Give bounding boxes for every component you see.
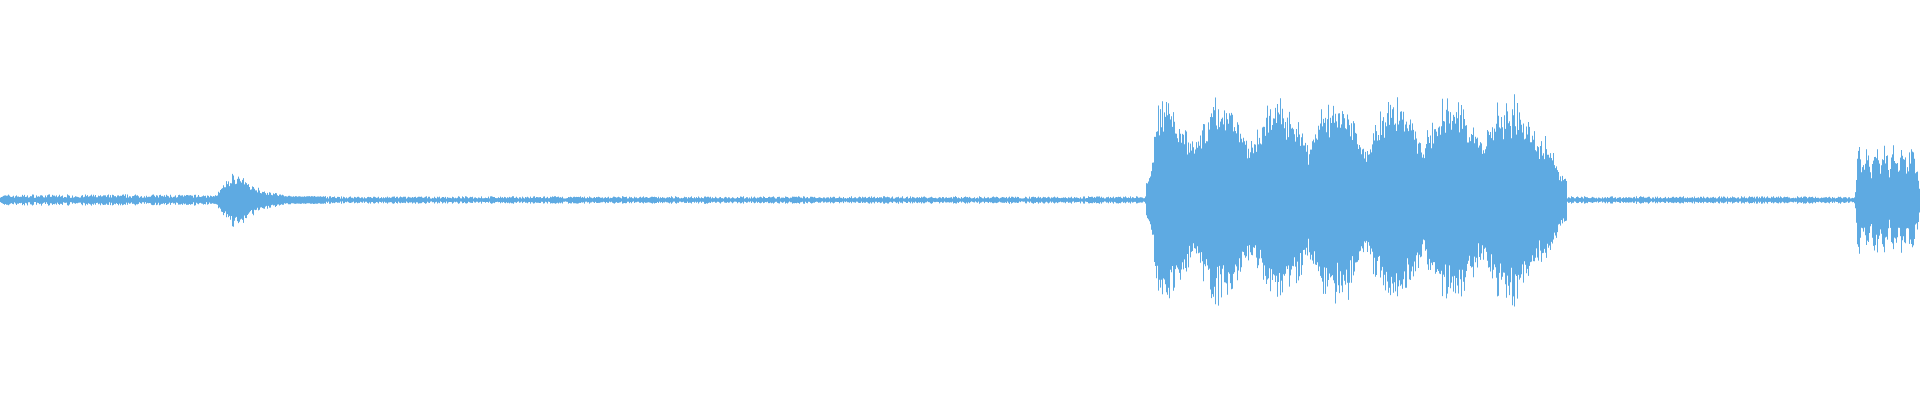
waveform-signal [0, 94, 1920, 307]
waveform-path [0, 94, 1920, 307]
